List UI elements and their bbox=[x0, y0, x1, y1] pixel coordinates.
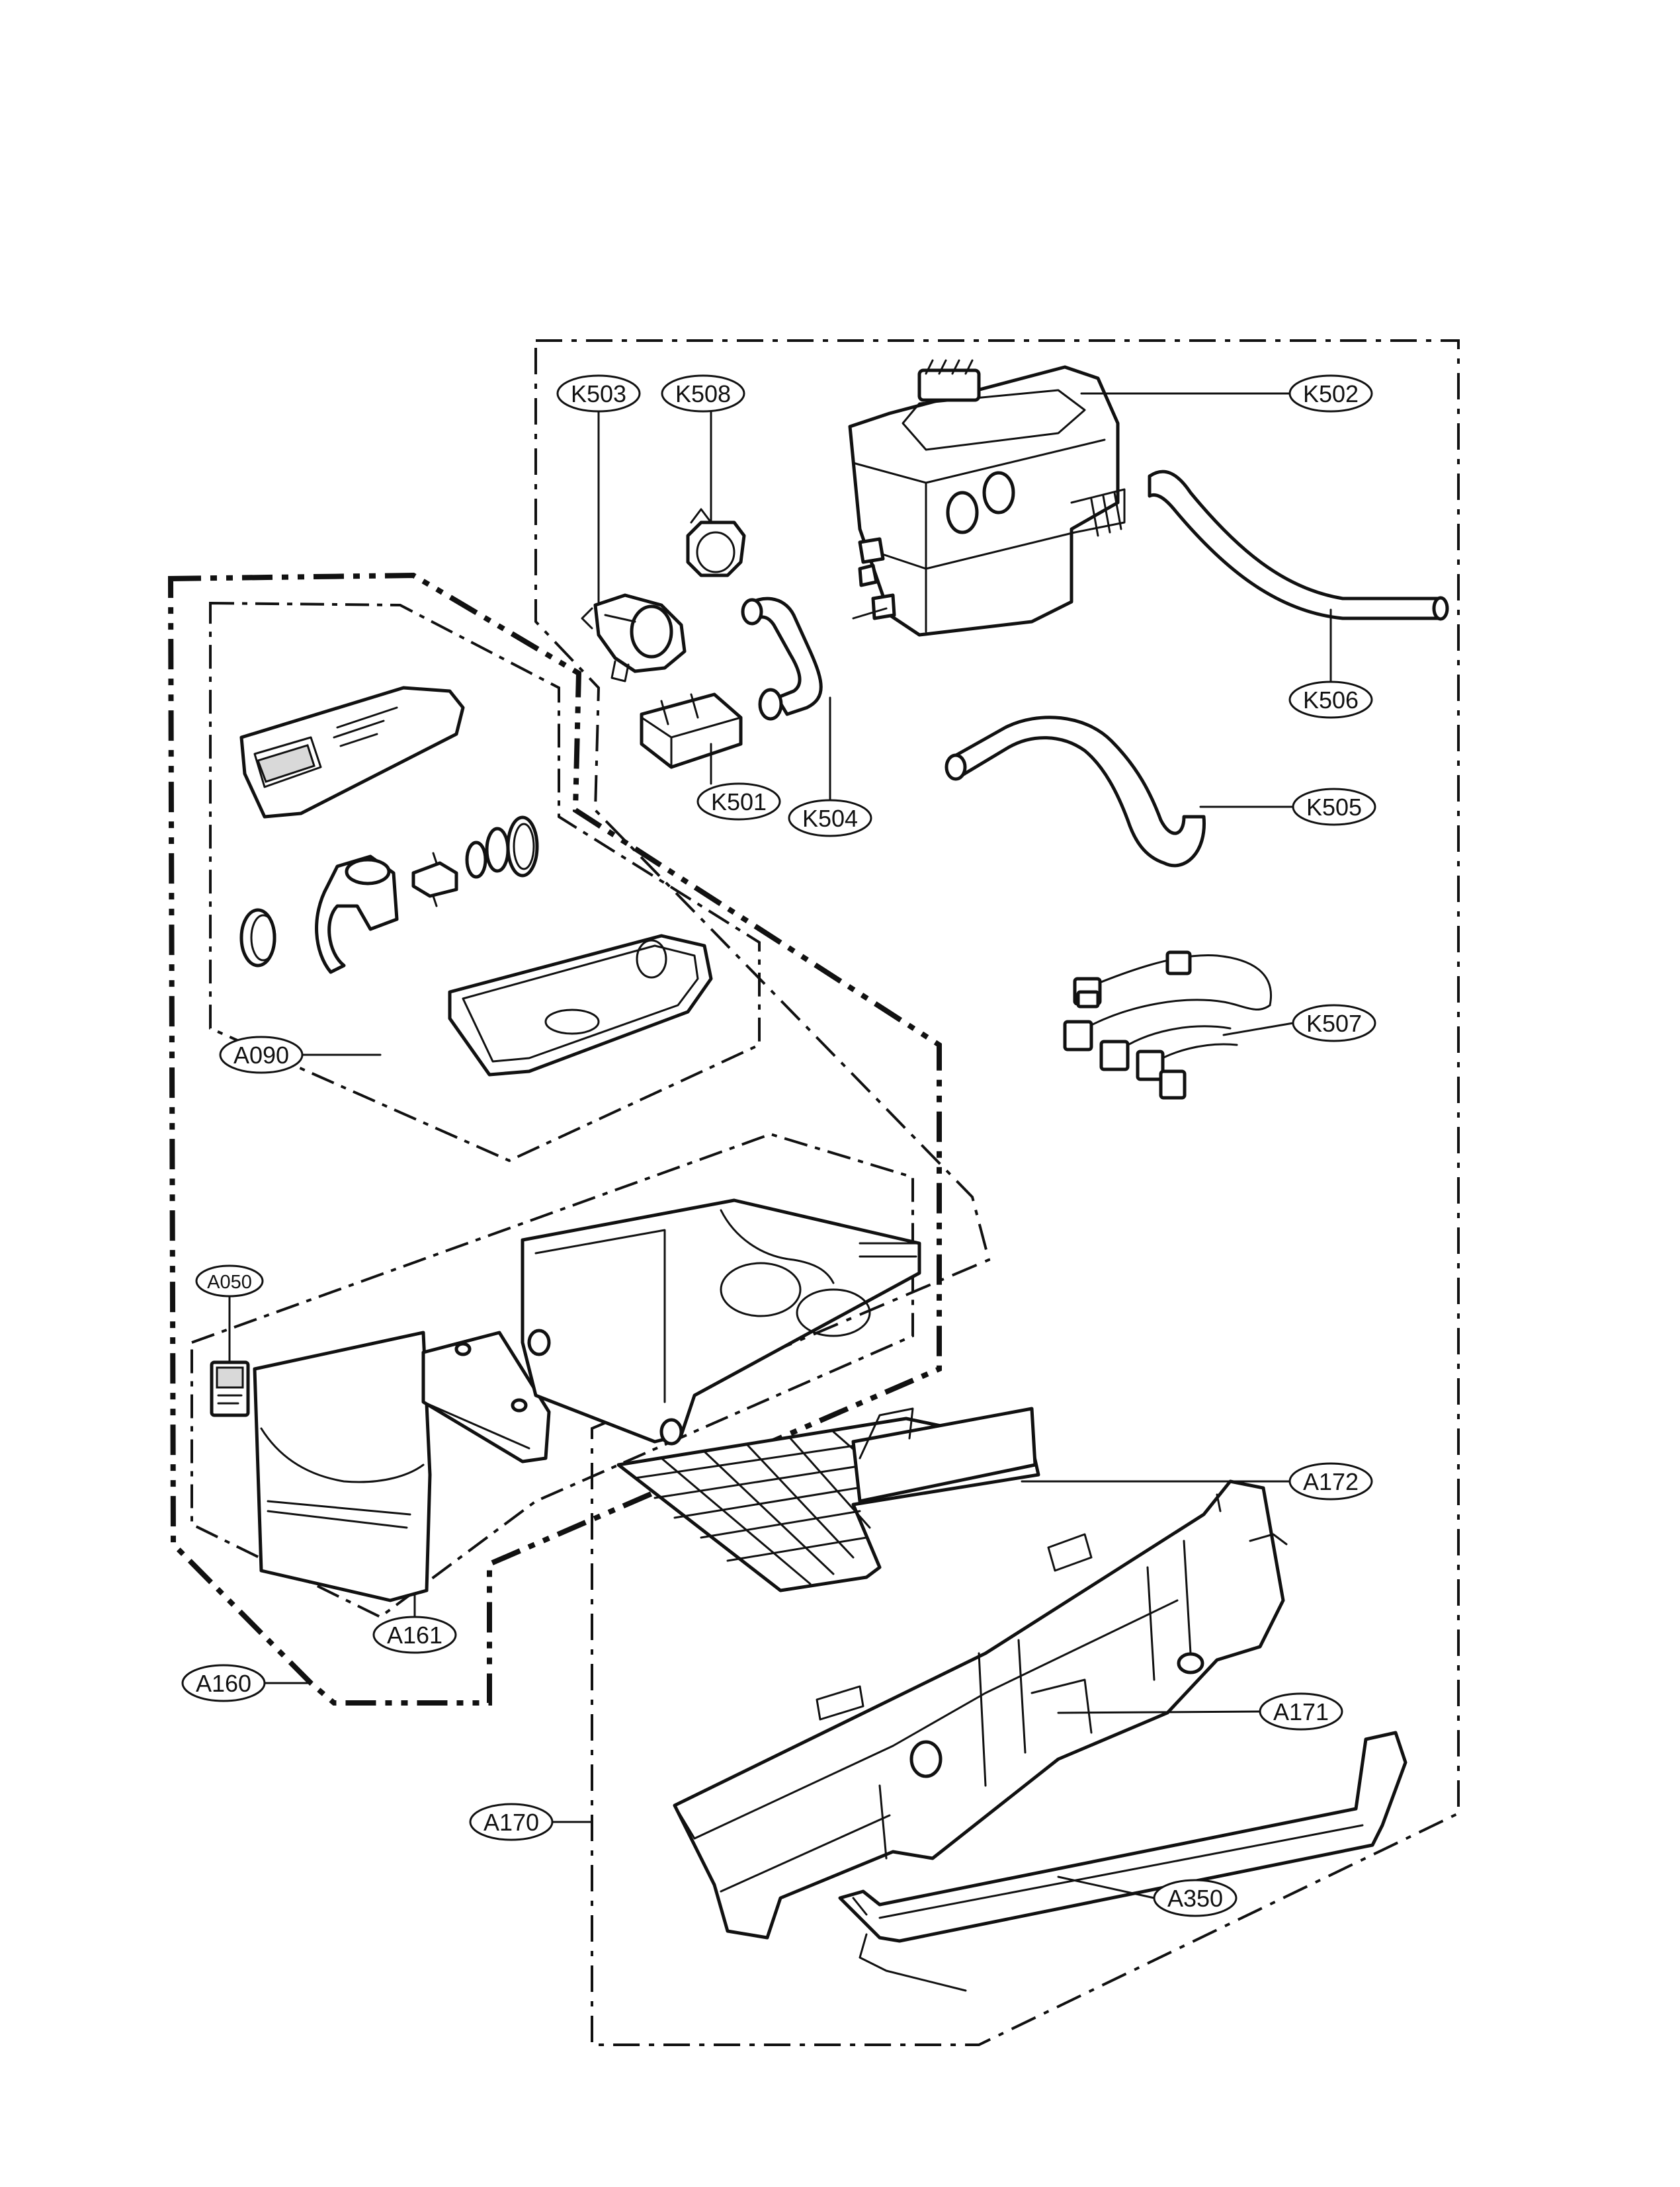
callout-k501: K501 bbox=[696, 782, 781, 821]
callout-a090-label: A090 bbox=[233, 1042, 289, 1069]
ring-icon bbox=[239, 908, 276, 968]
callout-k502: K502 bbox=[1288, 374, 1373, 413]
callout-a170: A170 bbox=[469, 1803, 554, 1841]
callout-a170-label: A170 bbox=[483, 1809, 539, 1836]
callout-a350: A350 bbox=[1153, 1879, 1238, 1917]
bracket-icon bbox=[640, 692, 743, 769]
bracket-icon bbox=[838, 1731, 1407, 1992]
callout-a161-label: A161 bbox=[387, 1622, 442, 1649]
callout-a161: A161 bbox=[372, 1616, 457, 1654]
callout-k503: K503 bbox=[556, 374, 641, 413]
drawer-insert-icon bbox=[521, 1198, 921, 1446]
connector-icon bbox=[411, 852, 458, 907]
leader-k507 bbox=[1222, 1022, 1294, 1036]
callout-a090: A090 bbox=[219, 1036, 304, 1074]
callout-a171-label: A171 bbox=[1273, 1698, 1329, 1725]
detergent-tray-icon bbox=[448, 934, 713, 1077]
hose-icon bbox=[945, 716, 1206, 868]
clamp-icon bbox=[686, 508, 746, 577]
valve-icon bbox=[581, 593, 687, 682]
callout-a172: A172 bbox=[1288, 1462, 1373, 1501]
callout-k508: K508 bbox=[661, 374, 745, 413]
hose-icon bbox=[1148, 470, 1449, 621]
steam-generator-icon bbox=[848, 359, 1126, 637]
dispenser-cap-icon bbox=[239, 686, 465, 819]
hose-icon bbox=[741, 597, 823, 721]
leader-a171 bbox=[1057, 1710, 1261, 1714]
leader-a350 bbox=[1057, 1876, 1155, 1899]
callout-k505: K505 bbox=[1292, 788, 1376, 826]
callout-a160: A160 bbox=[181, 1664, 266, 1702]
callout-a171: A171 bbox=[1259, 1692, 1343, 1731]
callout-a172-label: A172 bbox=[1303, 1468, 1359, 1495]
callout-k505-label: K505 bbox=[1306, 794, 1362, 821]
callout-a350-label: A350 bbox=[1167, 1885, 1223, 1912]
callout-k503-label: K503 bbox=[571, 380, 626, 407]
elbow-hose-icon bbox=[315, 854, 399, 974]
callout-k506-label: K506 bbox=[1303, 686, 1359, 714]
a090-accessories-boundary bbox=[209, 601, 761, 1163]
callout-a050: A050 bbox=[195, 1264, 264, 1298]
callout-k507-label: K507 bbox=[1306, 1010, 1362, 1037]
callout-a050-label: A050 bbox=[207, 1272, 252, 1293]
dispenser-housing-icon bbox=[673, 1479, 1288, 1940]
callout-k507: K507 bbox=[1292, 1004, 1376, 1042]
drawer-front-icon bbox=[253, 1331, 432, 1602]
wire-harness-icon bbox=[1063, 950, 1272, 1100]
grille-icon bbox=[616, 1407, 1040, 1592]
callout-k502-label: K502 bbox=[1303, 380, 1359, 407]
drawer-panel-icon bbox=[421, 1331, 551, 1464]
callout-k501-label: K501 bbox=[711, 788, 767, 815]
leader-lines bbox=[228, 392, 1332, 1899]
badge-icon bbox=[210, 1360, 250, 1417]
callout-a160-label: A160 bbox=[196, 1670, 251, 1697]
callout-k504-label: K504 bbox=[802, 805, 858, 832]
callout-k504: K504 bbox=[788, 799, 872, 837]
seal-rings-icon bbox=[465, 815, 539, 879]
a161-drawer-inner-boundary bbox=[190, 1132, 914, 1619]
callout-k506: K506 bbox=[1288, 681, 1373, 719]
callout-k508-label: K508 bbox=[675, 380, 731, 407]
